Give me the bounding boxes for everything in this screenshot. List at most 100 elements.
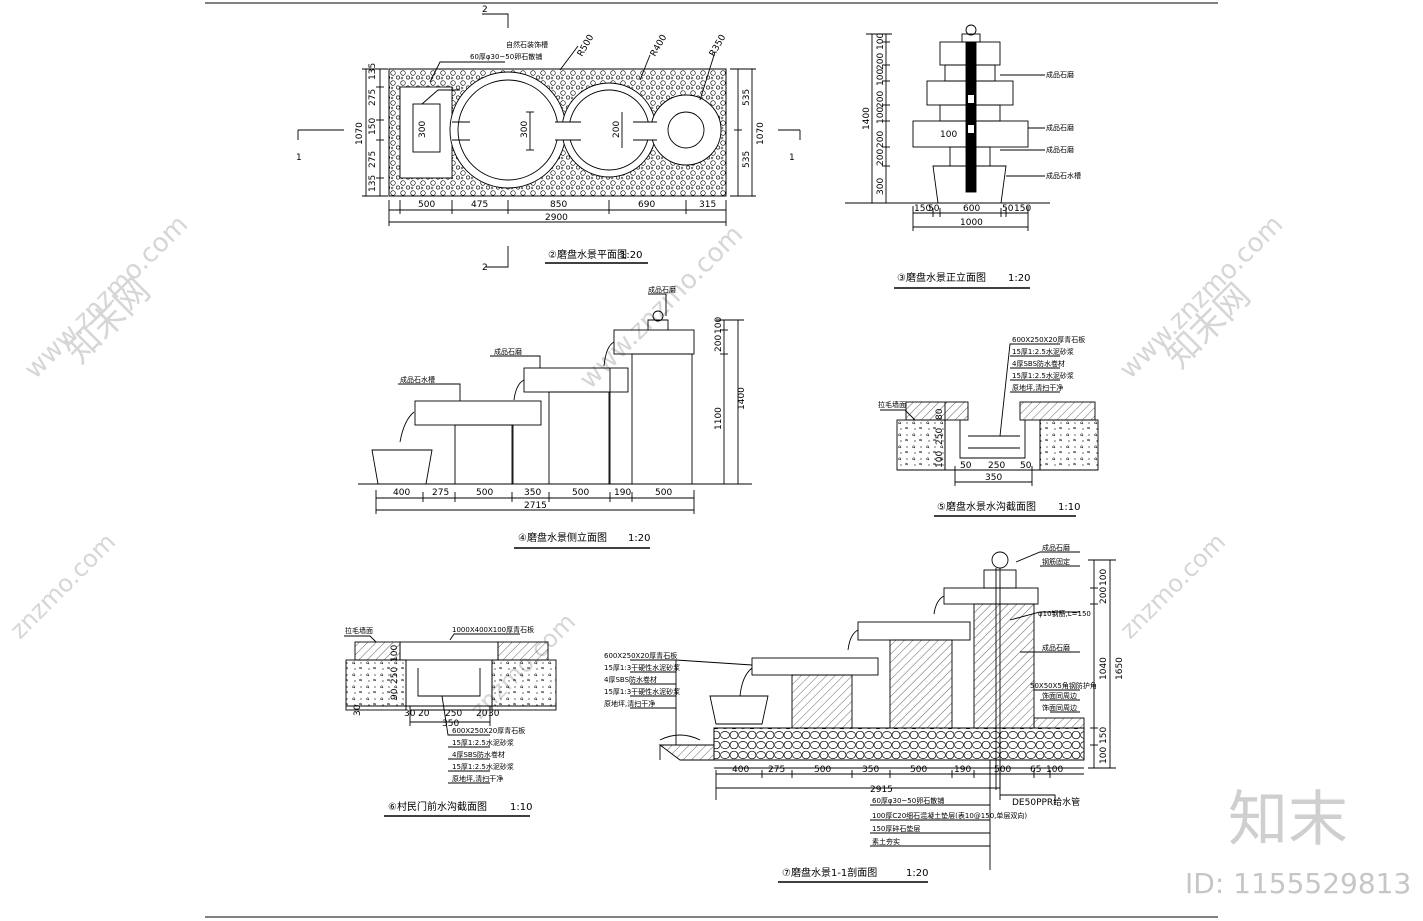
village-title: ⑥村民门前水沟截面图 1:10 <box>384 800 532 817</box>
svg-text:1000X400X100厚青石板: 1000X400X100厚青石板 <box>452 625 534 634</box>
side-title: ④磨盘水景侧立面图 1:20 <box>514 531 650 549</box>
svg-text:20: 20 <box>476 709 488 719</box>
watermark-id: ID: 1155529813 <box>1185 867 1411 900</box>
svg-text:200: 200 <box>612 121 622 138</box>
plan-title: ②磨盘水景平面图 1:20 <box>545 248 648 264</box>
svg-text:60厚φ30~50卵石散铺: 60厚φ30~50卵石散铺 <box>872 796 944 805</box>
svg-text:535: 535 <box>742 89 752 106</box>
svg-text:300: 300 <box>520 121 530 138</box>
svg-text:30: 30 <box>404 709 416 719</box>
svg-text:2: 2 <box>482 263 488 273</box>
section-1-1 <box>630 551 1116 870</box>
section-labels: 600X250X20厚青石板 15厚1:3干硬性水泥砂浆 4厚SBS防水卷材 1… <box>604 543 1125 846</box>
front-elevation <box>845 24 1050 231</box>
svg-text:200: 200 <box>714 335 724 352</box>
svg-text:2915: 2915 <box>870 785 893 795</box>
watermark-site: znzmo.com <box>1114 528 1231 645</box>
svg-text:535: 535 <box>742 151 752 168</box>
svg-text:150: 150 <box>1099 727 1109 744</box>
svg-text:1: 1 <box>296 153 302 163</box>
svg-text:成品石磨: 成品石磨 <box>1042 543 1070 552</box>
svg-text:15厚1:2.5水泥砂浆: 15厚1:2.5水泥砂浆 <box>452 762 514 771</box>
svg-text:275: 275 <box>368 151 378 168</box>
village-labels: 1000X400X100厚青石板 拉毛墙面 600X250X20厚青石板 15厚… <box>345 625 534 783</box>
svg-text:500: 500 <box>572 488 589 498</box>
svg-text:150: 150 <box>1014 204 1031 214</box>
channel-section <box>880 343 1099 486</box>
svg-text:成品石磨: 成品石磨 <box>648 285 676 294</box>
svg-text:200: 200 <box>1099 587 1109 604</box>
svg-text:250: 250 <box>390 667 400 684</box>
svg-text:100: 100 <box>1099 747 1109 764</box>
svg-text:80: 80 <box>935 408 945 420</box>
svg-text:350: 350 <box>524 488 541 498</box>
svg-text:1070: 1070 <box>756 122 766 145</box>
svg-text:1400: 1400 <box>737 387 747 410</box>
svg-text:1400: 1400 <box>862 107 872 130</box>
svg-text:50: 50 <box>1002 204 1014 214</box>
svg-text:4厚SBS防水卷材: 4厚SBS防水卷材 <box>452 750 505 759</box>
svg-text:400: 400 <box>732 765 749 775</box>
svg-text:1:20: 1:20 <box>628 533 650 544</box>
svg-text:R500: R500 <box>576 33 597 59</box>
svg-text:成品石磨: 成品石磨 <box>1042 643 1070 652</box>
plan-view <box>297 13 801 268</box>
svg-text:4厚SBS防水卷材: 4厚SBS防水卷材 <box>604 675 657 684</box>
svg-text:φ10钢筋,L=150: φ10钢筋,L=150 <box>1038 609 1091 618</box>
front-title: ③磨盘水景正立面图 1:20 <box>894 271 1030 289</box>
front-labels: 100 200 100 200 100 200 200 300 1400 100… <box>862 33 1081 228</box>
svg-text:⑦磨盘水景1-1剖面图: ⑦磨盘水景1-1剖面图 <box>782 866 877 879</box>
svg-text:拉毛墙面: 拉毛墙面 <box>878 400 906 409</box>
svg-text:850: 850 <box>550 200 567 210</box>
svg-text:600X250X20厚青石板: 600X250X20厚青石板 <box>604 651 677 660</box>
svg-text:400: 400 <box>393 488 410 498</box>
svg-text:475: 475 <box>471 200 488 210</box>
svg-text:250: 250 <box>935 428 945 445</box>
plan-labels: 500 475 850 690 315 2900 135 275 150 275… <box>296 5 795 273</box>
svg-text:200: 200 <box>876 131 886 148</box>
svg-text:2715: 2715 <box>524 501 547 511</box>
svg-text:135: 135 <box>368 63 378 80</box>
svg-text:200: 200 <box>876 149 886 166</box>
svg-text:1:10: 1:10 <box>510 802 532 813</box>
svg-text:原地坪,清扫干净: 原地坪,清扫干净 <box>604 699 655 708</box>
svg-text:190: 190 <box>954 765 971 775</box>
svg-text:350: 350 <box>442 719 459 729</box>
svg-text:钢筋固定: 钢筋固定 <box>1042 557 1070 566</box>
svg-text:100: 100 <box>876 107 886 124</box>
svg-text:200: 200 <box>876 91 886 108</box>
channel-title: ⑤磨盘水景水沟截面图 1:10 <box>934 500 1080 517</box>
svg-text:1070: 1070 <box>355 122 365 145</box>
svg-text:15厚1:2.5水泥砂浆: 15厚1:2.5水泥砂浆 <box>1012 371 1074 380</box>
svg-text:150: 150 <box>914 204 931 214</box>
svg-text:100: 100 <box>876 33 886 50</box>
svg-text:成品石水槽: 成品石水槽 <box>1046 171 1081 180</box>
village-section <box>344 633 557 784</box>
watermark-site: znzmo.com <box>4 528 121 645</box>
section-title: ⑦磨盘水景1-1剖面图 1:20 <box>778 866 928 883</box>
svg-text:315: 315 <box>699 200 716 210</box>
svg-text:250: 250 <box>445 709 462 719</box>
svg-text:15厚1:3干硬性水泥砂浆: 15厚1:3干硬性水泥砂浆 <box>604 663 680 672</box>
svg-text:成品石磨: 成品石磨 <box>1046 145 1074 154</box>
svg-text:50X50X5角钢防护角: 50X50X5角钢防护角 <box>1030 681 1097 690</box>
svg-text:275: 275 <box>768 765 785 775</box>
svg-text:135: 135 <box>368 175 378 192</box>
svg-text:690: 690 <box>638 200 655 210</box>
svg-text:1:20: 1:20 <box>620 250 642 261</box>
svg-text:150厚碎石垫层: 150厚碎石垫层 <box>872 824 920 833</box>
svg-text:自然石装饰槽: 自然石装饰槽 <box>506 40 548 49</box>
svg-text:成品石磨: 成品石磨 <box>1046 123 1074 132</box>
svg-text:300: 300 <box>418 121 428 138</box>
svg-text:拉毛墙面: 拉毛墙面 <box>345 626 373 635</box>
svg-text:500: 500 <box>910 765 927 775</box>
svg-text:4厚SBS防水卷材: 4厚SBS防水卷材 <box>1012 359 1065 368</box>
side-elevation <box>358 293 752 514</box>
svg-text:成品石磨: 成品石磨 <box>494 347 522 356</box>
side-labels: 400 275 500 350 500 190 500 2715 100 200… <box>393 285 747 511</box>
svg-text:⑥村民门前水沟截面图: ⑥村民门前水沟截面图 <box>388 800 487 813</box>
svg-text:R350: R350 <box>708 33 729 59</box>
svg-text:500: 500 <box>418 200 435 210</box>
svg-text:500: 500 <box>814 765 831 775</box>
